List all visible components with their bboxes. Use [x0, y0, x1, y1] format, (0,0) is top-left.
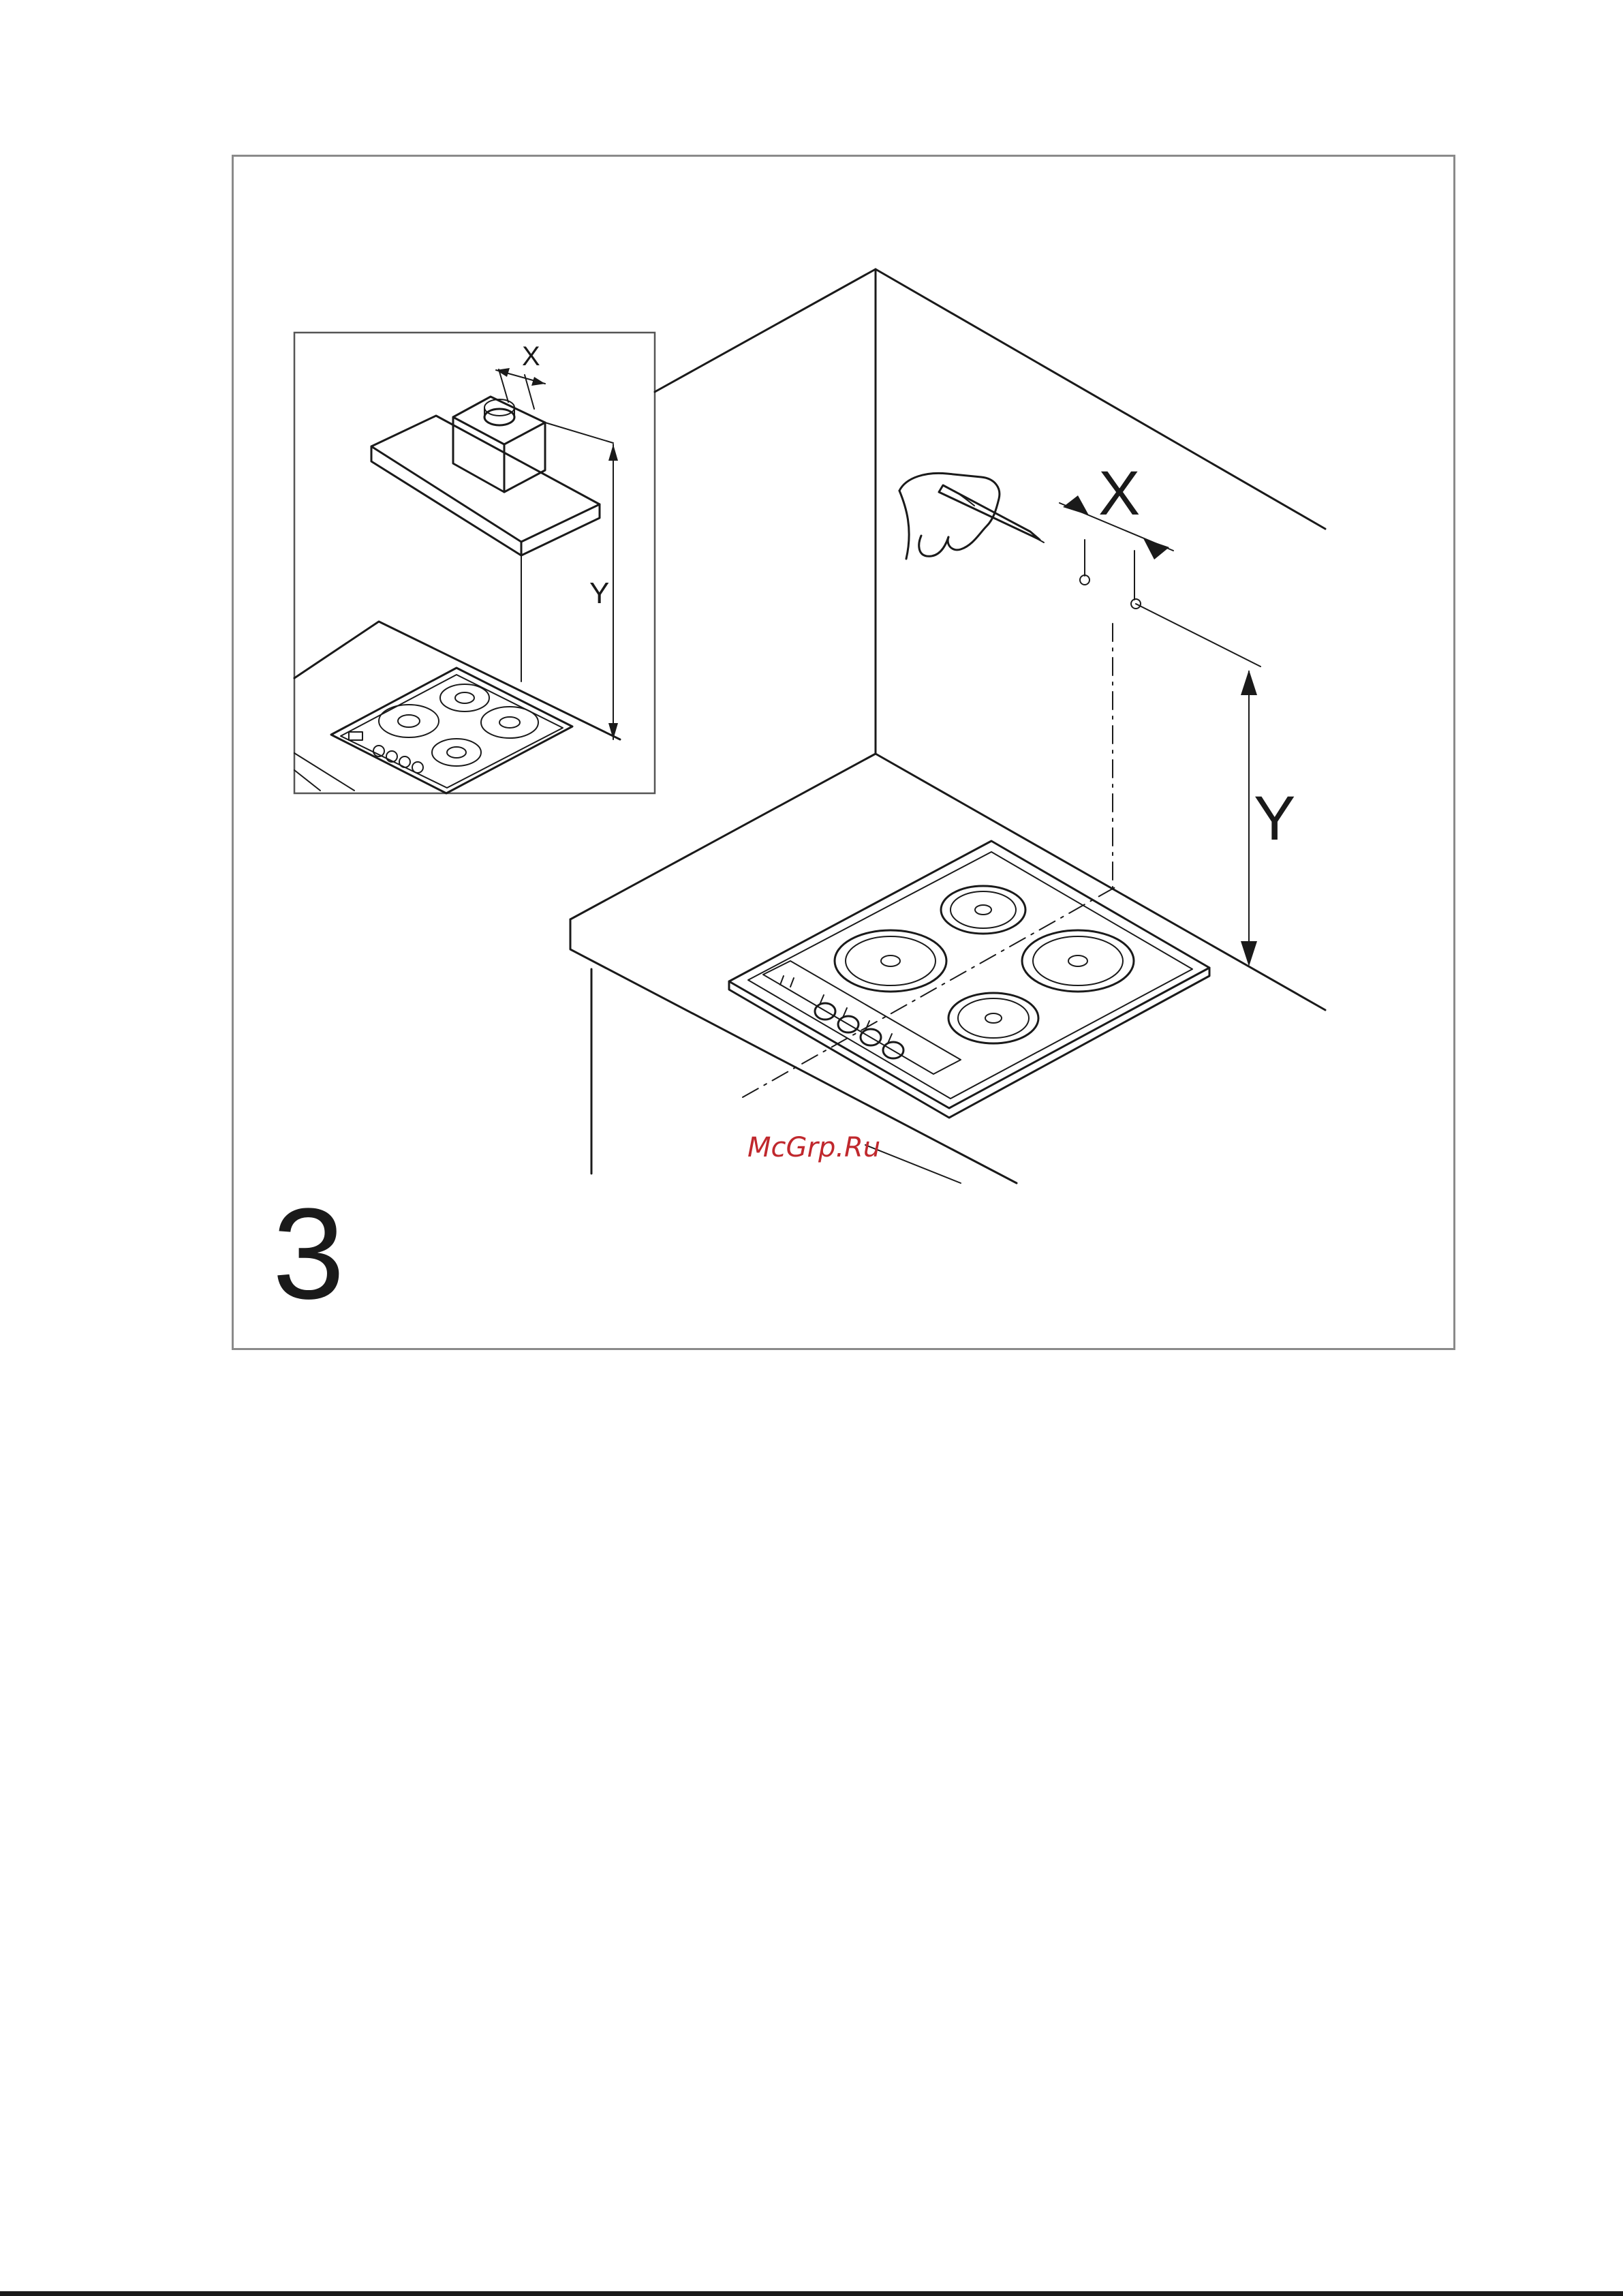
countertop [570, 754, 1325, 1183]
figure-number: 3 [273, 1182, 345, 1326]
inset-detail: X Y [294, 333, 655, 793]
hob-edge [729, 968, 1209, 1118]
hob [729, 841, 1209, 1118]
hob-outline [729, 841, 1209, 1108]
page-bottom-rule [0, 2291, 1623, 2296]
main-x-label: X [1098, 459, 1140, 528]
burner-front [948, 993, 1038, 1043]
main-x-dimension: X [1060, 459, 1173, 609]
hand-with-pencil-icon [899, 473, 1044, 559]
watermark: McGrp.Ru [747, 1132, 880, 1163]
inset-y-label: Y [589, 577, 609, 610]
main-y-dimension: Y [1136, 604, 1295, 966]
burner-back [941, 886, 1025, 934]
wall-top-edges [655, 269, 1325, 529]
countertop-top [570, 754, 1325, 1010]
hob-centre-line [743, 886, 1117, 1097]
inset-x-label: X [522, 341, 540, 371]
burner-right [1022, 930, 1134, 992]
burner-left [835, 930, 946, 992]
drill-hole-left [1080, 575, 1089, 585]
inset-frame [294, 333, 655, 793]
main-y-label: Y [1254, 784, 1295, 853]
room-walls [655, 269, 1325, 754]
